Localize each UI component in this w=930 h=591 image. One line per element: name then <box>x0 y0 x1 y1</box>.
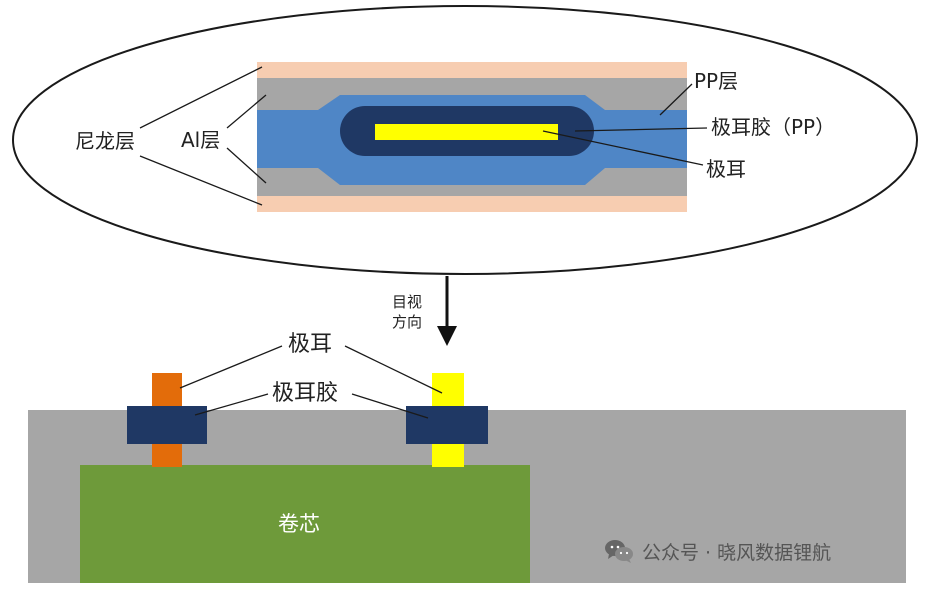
label-core: 卷芯 <box>278 512 320 536</box>
label-tab-side: 极耳 <box>288 332 332 357</box>
wechat-icon <box>604 538 634 564</box>
tab-glue-right <box>406 406 488 444</box>
watermark: 公众号 · 晓风数据锂航 <box>604 536 831 566</box>
cross-section-leaders <box>139 66 708 206</box>
label-pp-layer: PP层 <box>694 69 738 93</box>
label-tab-glue-side: 极耳胶 <box>272 381 338 406</box>
label-tab-glue-pp: 极耳胶（PP） <box>711 115 835 139</box>
cell-core <box>80 465 530 583</box>
label-view-line1: 目视 <box>392 293 422 311</box>
label-tab-cross: 极耳 <box>706 157 746 181</box>
tab-cross <box>375 124 558 140</box>
arrow-head <box>437 326 457 346</box>
side-view-leaders <box>179 345 443 419</box>
label-al-layer: Al层 <box>181 128 220 152</box>
watermark-text: 公众号 · 晓风数据锂航 <box>642 541 832 564</box>
label-view-line2: 方向 <box>392 313 422 331</box>
label-nylon-layer: 尼龙层 <box>75 129 135 153</box>
tab-glue-left <box>127 406 207 444</box>
